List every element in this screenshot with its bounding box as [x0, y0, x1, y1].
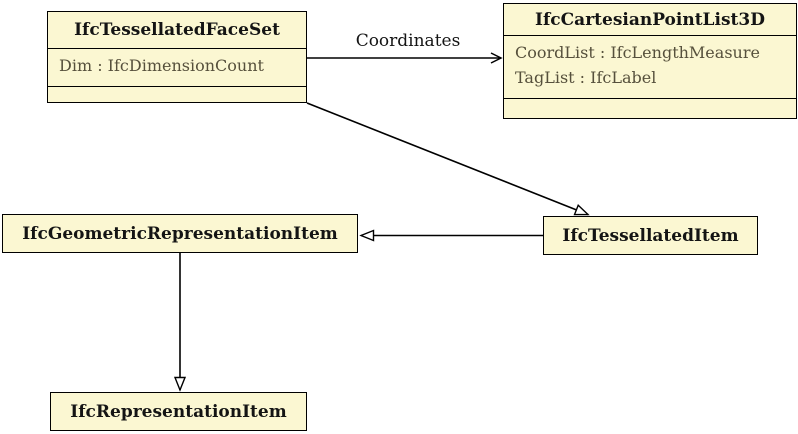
class-title: IfcTessellatedFaceSet: [74, 20, 280, 40]
class-attributes: CoordList : IfcLengthMeasure TagList : I…: [504, 35, 796, 98]
attribute-line: TagList : IfcLabel: [515, 68, 657, 87]
edge-faceset-inherits-tessellateditem: [306, 102, 588, 216]
class-title: IfcRepresentationItem: [70, 401, 287, 422]
class-box-ifctessellateditem[interactable]: IfcTessellatedItem: [543, 216, 758, 255]
empty-compartment: [48, 86, 306, 102]
class-title: IfcCartesianPointList3D: [535, 9, 765, 30]
empty-compartment: [504, 98, 796, 118]
edge-label-coordinates: Coordinates: [355, 31, 461, 51]
attribute-line: CoordList : IfcLengthMeasure: [515, 43, 760, 62]
attribute-line: Dim : IfcDimensionCount: [59, 56, 264, 75]
class-box-ifccartesianpointlist3d[interactable]: IfcCartesianPointList3D CoordList : IfcL…: [503, 3, 797, 119]
class-attributes: Dim : IfcDimensionCount: [48, 48, 306, 86]
class-title: IfcTessellatedItem: [562, 225, 739, 246]
class-box-ifctessellatedfaceset[interactable]: IfcTessellatedFaceSet Dim : IfcDimension…: [47, 11, 307, 103]
class-box-ifcrepresentationitem[interactable]: IfcRepresentationItem: [50, 392, 307, 431]
class-title: IfcGeometricRepresentationItem: [22, 223, 338, 244]
class-box-ifcgeometricrepresentationitem[interactable]: IfcGeometricRepresentationItem: [2, 214, 358, 253]
